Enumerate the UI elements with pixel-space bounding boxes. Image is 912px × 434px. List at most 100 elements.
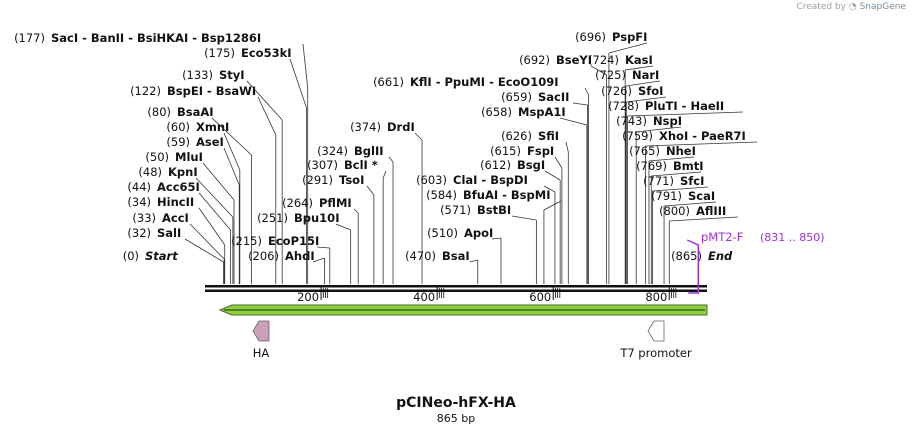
enzyme-site[interactable]: (291)TsoI (302, 173, 375, 284)
site-position: (791) (651, 189, 682, 203)
feature-label: T7 promoter (619, 346, 692, 360)
enzyme-name: Bpu10I (294, 211, 339, 225)
enzyme-site[interactable]: (215)EcoP15I (231, 234, 331, 284)
enzyme-site[interactable]: (865)End (671, 249, 733, 263)
primer-pmt2-f[interactable]: pMT2-F(831 .. 850) (686, 230, 825, 294)
enzyme-site[interactable]: (743)NspI (616, 114, 682, 284)
enzyme-name: PluTI - HaeII (645, 99, 724, 113)
enzyme-name: Acc65I (157, 180, 200, 194)
enzyme-site[interactable]: (44)Acc65I (127, 180, 231, 284)
site-position: (32) (127, 226, 151, 240)
label-leader (544, 170, 561, 181)
enzyme-site[interactable]: (659) SacII (501, 90, 588, 284)
enzyme-site[interactable]: (571)BstBI (440, 203, 537, 284)
enzyme-site[interactable]: (80)BsaAI (147, 105, 252, 284)
site-position: (177) (14, 31, 45, 45)
enzyme-site[interactable]: (800)AflIII (659, 204, 739, 284)
tick-label: 800 (645, 290, 667, 304)
enzyme-site[interactable]: (726)SfoI (601, 84, 667, 284)
label-leader (382, 170, 387, 179)
feature-arrow (252, 320, 270, 342)
enzyme-site[interactable]: (626)SfiI (501, 129, 569, 284)
enzyme-site[interactable]: (658)MspA1I (481, 105, 588, 284)
label-leader (645, 141, 758, 147)
enzyme-site[interactable]: (725)NarI (595, 68, 661, 284)
site-position: (48) (138, 165, 162, 179)
site-position: (374) (350, 120, 381, 134)
enzyme-name: KasI (625, 53, 653, 67)
label-leader (312, 257, 325, 263)
enzyme-site[interactable]: (759)XhoI - PaeR7I (622, 129, 758, 284)
enzyme-site[interactable]: (510)ApoI (427, 226, 502, 284)
label-leader (246, 80, 283, 121)
enzyme-name: AhdI (285, 249, 315, 263)
enzyme-site[interactable]: (696)PspFI (575, 30, 647, 284)
enzyme-site[interactable]: (615)FspI (490, 144, 563, 284)
enzyme-site[interactable]: (769)BmtI (636, 159, 704, 284)
enzyme-name: ScaI (688, 189, 715, 203)
enzyme-site[interactable]: (177) SacI - BanII - BsiHKAI - Bsp1286I (14, 31, 309, 284)
site-position: (659) (501, 90, 532, 104)
label-leader (625, 80, 661, 87)
enzyme-name: SacII (538, 90, 569, 104)
enzyme-name: AflIII (696, 204, 726, 218)
enzyme-site[interactable]: (724)KasI (588, 53, 654, 284)
enzyme-name: SfiI (538, 129, 559, 143)
enzyme-name: PflMI (319, 196, 352, 210)
feature-t7-promoter[interactable]: T7 promoter (619, 320, 692, 360)
enzyme-site[interactable]: (728)PluTI - HaeII (608, 99, 744, 284)
enzyme-site[interactable]: (771)SfcI (643, 174, 709, 284)
enzyme-site[interactable]: (175) Eco53kI (204, 46, 307, 284)
enzyme-site[interactable]: (48)KpnI (138, 165, 234, 284)
enzyme-site[interactable]: (661)KflI - PpuMI - EcoO109I (373, 75, 590, 284)
label-leader (636, 126, 682, 133)
tick-label: 400 (413, 290, 435, 304)
enzyme-site[interactable]: (251) Bpu10I (257, 211, 352, 284)
enzyme-name: NspI (653, 114, 682, 128)
enzyme-site[interactable]: (206)AhdI (248, 249, 325, 284)
enzyme-site[interactable]: (603)ClaI - BspDI (416, 173, 556, 284)
enzyme-site[interactable]: (612) BsgI (480, 158, 561, 284)
enzyme-site[interactable]: (0)Start (123, 249, 179, 263)
site-position: (725) (595, 68, 626, 82)
enzyme-site[interactable]: (60)XmnI (166, 120, 241, 284)
enzyme-site[interactable]: (32)SalI (127, 226, 224, 284)
site-position: (59) (166, 135, 190, 149)
enzyme-site[interactable]: (33)AccI (132, 211, 225, 284)
enzyme-site[interactable]: (791) ScaI (651, 189, 717, 284)
sequence-line-bottom (205, 289, 707, 292)
enzyme-name: StyI (219, 68, 245, 82)
enzyme-site[interactable]: (470)BsaI (405, 249, 479, 284)
site-position: (60) (166, 120, 190, 134)
label-leader (223, 147, 240, 186)
feature-ha[interactable]: HA (252, 320, 270, 360)
enzyme-site[interactable]: (374)DrdI (350, 120, 423, 284)
enzyme-site[interactable]: (133)StyI (182, 68, 283, 284)
enzyme-name: BsgI (517, 158, 545, 172)
enzyme-site[interactable]: (584)BfuAI - BspMI (426, 188, 562, 284)
enzyme-site[interactable]: (122)BspEI - BsaWI (130, 84, 277, 284)
label-leader (554, 156, 563, 169)
enzyme-site[interactable]: (324)BglII (317, 144, 394, 284)
enzyme-name: SacI - BanII - BsiHKAI - Bsp1286I (51, 31, 261, 45)
enzyme-name: Eco53kI (241, 46, 292, 60)
site-position: (175) (204, 46, 235, 60)
enzyme-name: NheI (666, 144, 696, 158)
label-leader (669, 216, 739, 222)
site-position: (34) (127, 195, 151, 209)
site-position: (251) (257, 211, 288, 225)
label-leader (353, 208, 359, 214)
site-position: (726) (601, 84, 632, 98)
label-leader (189, 223, 225, 260)
enzyme-site[interactable]: (692)BseYI (519, 53, 607, 284)
label-leader (584, 87, 589, 96)
site-position: (612) (480, 158, 511, 172)
enzyme-site[interactable]: (307)BclI * (307, 158, 387, 284)
enzyme-site[interactable]: (50)MluI (145, 150, 235, 284)
enzyme-site[interactable]: (264)PflMI (282, 196, 359, 284)
feature-arrow (647, 320, 665, 342)
site-position: (696) (575, 30, 606, 44)
enzyme-site[interactable]: (59)AseI (166, 135, 240, 284)
enzyme-site[interactable]: (34)HincII (127, 195, 226, 284)
enzyme-site[interactable]: (765)NheI (629, 144, 696, 284)
